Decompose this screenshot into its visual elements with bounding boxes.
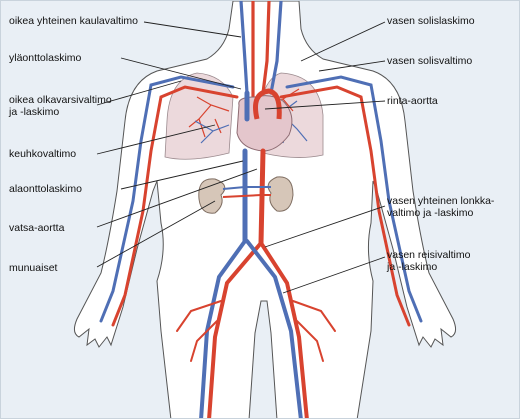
arm-vessels [99, 75, 423, 327]
label-abdominal-aorta: vatsa-aortta [9, 222, 65, 234]
label-subclavian-right: oikea olkavarsivaltimo ja -laskimo [9, 94, 112, 118]
renal-vessels [222, 186, 271, 198]
label-iliac: vasen yhteinen lonkka- valtimo ja -laski… [387, 195, 494, 219]
neck-vessels [239, 1, 283, 99]
label-svc: yläonttolaskimo [9, 52, 82, 64]
label-thoracic-aorta: rinta-aortta [387, 95, 438, 107]
thigh-branches [176, 300, 336, 362]
leader-lines [96, 21, 386, 294]
aortic-arch [253, 88, 282, 120]
label-subclavian-right-line1: oikea olkavarsivaltimo [9, 94, 112, 106]
label-iliac-line2: valtimo ja -laskimo [387, 207, 474, 219]
label-ivc: alaonttolaskimo [9, 183, 82, 195]
label-femoral: vasen reisivaltimo ja -laskimo [387, 249, 470, 273]
right-lung [164, 72, 234, 160]
label-femoral-line2: ja -laskimo [387, 261, 438, 273]
label-left-subclavian-artery: vasen solisvaltimo [387, 55, 473, 67]
left-kidney [267, 176, 294, 212]
label-iliac-line1: vasen yhteinen lonkka- [387, 195, 495, 207]
label-pulmonary: keuhkovaltimo [9, 148, 77, 160]
label-subclavian-right-line2: ja -laskimo [9, 106, 60, 118]
label-left-subclavian-vein: vasen solislaskimo [387, 15, 475, 27]
label-carotid: oikea yhteinen kaulavaltimo [9, 15, 138, 27]
label-kidneys: munuaiset [9, 262, 58, 274]
label-femoral-line1: vasen reisivaltimo [387, 249, 471, 261]
